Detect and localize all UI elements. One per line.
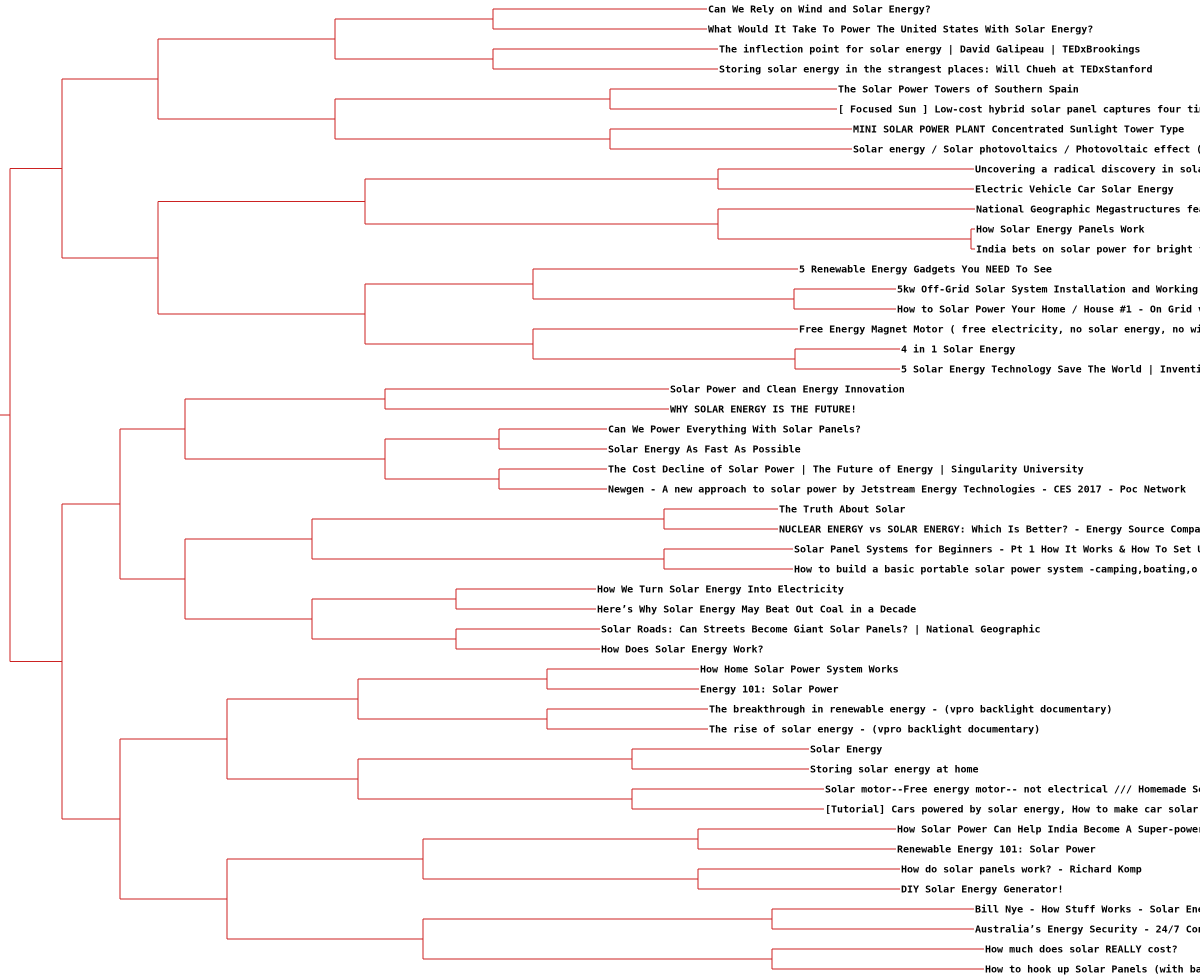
leaf-labels: Can We Rely on Wind and Solar Energy? Wha… [597, 4, 1200, 976]
leaf-label: How to build a basic portable solar powe… [794, 564, 1197, 576]
leaf-label: Can We Rely on Wind and Solar Energy? [708, 4, 931, 16]
leaf-label: 4 in 1 Solar Energy [901, 344, 1015, 356]
leaf-label: Solar Power and Clean Energy Innovation [670, 384, 905, 396]
leaf-label: 5kw Off-Grid Solar System Installation a… [897, 284, 1198, 296]
leaf-label: Can We Power Everything With Solar Panel… [608, 424, 861, 436]
leaf-label: Uncovering a radical discovery in sola [975, 164, 1200, 176]
leaf-label: NUCLEAR ENERGY vs SOLAR ENERGY: Which Is… [779, 524, 1200, 536]
dendrogram-branches [0, 8, 984, 970]
leaf-label: Solar Roads: Can Streets Become Giant So… [601, 624, 1041, 636]
leaf-label: Here’s Why Solar Energy May Beat Out Coa… [597, 604, 916, 616]
leaf-label: Bill Nye - How Stuff Works - Solar Ene [975, 904, 1200, 916]
leaf-label: The Truth About Solar [779, 505, 905, 516]
leaf-label: Free Energy Magnet Motor ( free electric… [799, 324, 1200, 336]
leaf-label: How Home Solar Power System Works [700, 665, 899, 676]
leaf-label: The breakthrough in renewable energy - (… [709, 704, 1112, 716]
leaf-label: How We Turn Solar Energy Into Electricit… [597, 584, 844, 596]
leaf-label: How much does solar REALLY cost? [985, 945, 1178, 956]
leaf-label: Solar Energy [810, 745, 882, 756]
leaf-label: Solar Energy As Fast As Possible [608, 444, 801, 456]
leaf-label: How to hook up Solar Panels (with ba [985, 964, 1200, 976]
leaf-label: Electric Vehicle Car Solar Energy [975, 184, 1174, 196]
leaf-label: How Solar Power Can Help India Become A … [897, 824, 1200, 836]
leaf-label: How do solar panels work? - Richard Komp [901, 864, 1142, 876]
leaf-label: How Does Solar Energy Work? [601, 645, 764, 656]
leaf-label: The Cost Decline of Solar Power | The Fu… [608, 464, 1084, 476]
leaf-label: 5 Renewable Energy Gadgets You NEED To S… [799, 265, 1052, 276]
leaf-label: The inflection point for solar energy | … [719, 44, 1140, 56]
leaf-label: Solar energy / Solar photovoltaics / Pho… [853, 144, 1200, 156]
leaf-label: Storing solar energy in the strangest pl… [719, 64, 1152, 76]
leaf-label: Newgen - A new approach to solar power b… [608, 484, 1186, 496]
leaf-label: What Would It Take To Power The United S… [708, 24, 1093, 36]
leaf-label: DIY Solar Energy Generator! [901, 885, 1064, 896]
leaf-label: Solar motor--Free energy motor-- not ele… [825, 784, 1200, 796]
leaf-label: India bets on solar power for bright f [976, 244, 1200, 256]
leaf-label: Renewable Energy 101: Solar Power [897, 845, 1096, 856]
leaf-label: How Solar Energy Panels Work [976, 225, 1145, 236]
leaf-label: Australia’s Energy Security - 24/7 Con [975, 924, 1200, 936]
leaf-label: The rise of solar energy - (vpro backlig… [709, 724, 1040, 736]
leaf-label: WHY SOLAR ENERGY IS THE FUTURE! [670, 405, 857, 416]
leaf-label: [ Focused Sun ] Low-cost hybrid solar pa… [838, 104, 1200, 116]
leaf-label: The Solar Power Towers of Southern Spain [838, 84, 1079, 96]
leaf-label: How to Solar Power Your Home / House #1 … [897, 304, 1200, 316]
leaf-label: Solar Panel Systems for Beginners - Pt 1… [794, 544, 1200, 556]
leaf-label: Energy 101: Solar Power [700, 685, 838, 696]
leaf-label: MINI SOLAR POWER PLANT Concentrated Sunl… [853, 124, 1184, 136]
leaf-label: Storing solar energy at home [810, 764, 979, 776]
leaf-label: National Geographic Megastructures fea [976, 204, 1200, 216]
leaf-label: [Tutorial] Cars powered by solar energy,… [825, 804, 1198, 816]
leaf-label: 5 Solar Energy Technology Save The World… [901, 364, 1200, 376]
